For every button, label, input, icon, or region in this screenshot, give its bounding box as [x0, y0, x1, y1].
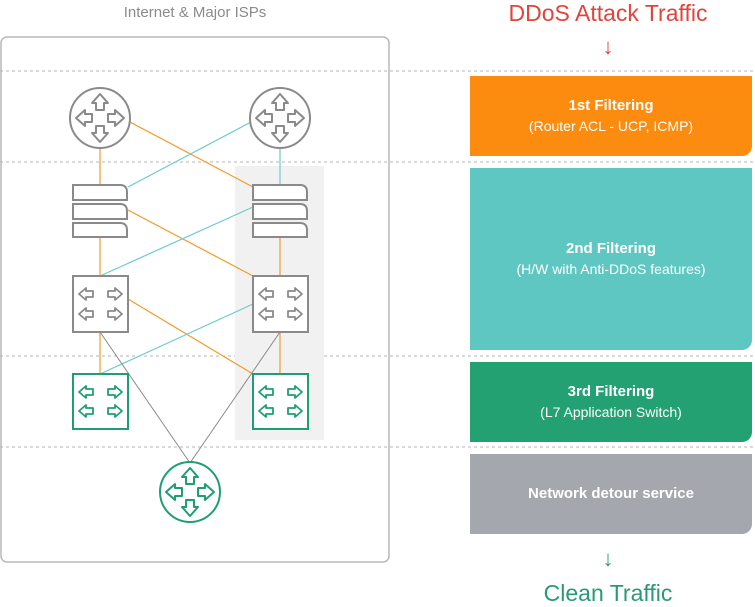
switch-icon — [72, 275, 129, 333]
stage-3rd-filtering: 3rd Filtering (L7 Application Switch) — [470, 362, 752, 442]
stage-network-detour: Network detour service — [470, 454, 752, 534]
clean-traffic-title: Clean Traffic — [543, 580, 673, 606]
router-icon — [249, 87, 311, 149]
stage-title: 2nd Filtering — [566, 240, 656, 257]
l7-switch-icon — [72, 373, 129, 430]
router-icon — [69, 87, 131, 149]
l7-switch-icon — [252, 373, 309, 430]
internet-isp-title: Internet & Major ISPs — [123, 4, 267, 21]
down-arrow-icon: ↓ — [602, 34, 614, 59]
router-icon — [159, 461, 221, 523]
stage-title: 1st Filtering — [568, 97, 654, 114]
stage-title: 3rd Filtering — [567, 383, 655, 400]
down-arrow-icon: ↓ — [602, 546, 614, 571]
server-icon — [252, 184, 308, 238]
switch-icon — [252, 275, 309, 333]
stage-title: Network detour service — [528, 485, 694, 502]
server-icon — [72, 184, 128, 238]
stage-1st-filtering: 1st Filtering (Router ACL - UCP, ICMP) — [470, 76, 752, 156]
stage-subtitle: (Router ACL - UCP, ICMP) — [528, 118, 694, 134]
cross-links — [99, 120, 281, 464]
ddos-attack-traffic-title: DDoS Attack Traffic — [508, 0, 708, 26]
vertical-links — [99, 146, 281, 374]
stage-subtitle: (L7 Application Switch) — [540, 404, 682, 420]
stage-subtitle: (H/W with Anti-DDoS features) — [516, 261, 706, 277]
stage-2nd-filtering: 2nd Filtering (H/W with Anti-DDoS featur… — [470, 168, 752, 350]
